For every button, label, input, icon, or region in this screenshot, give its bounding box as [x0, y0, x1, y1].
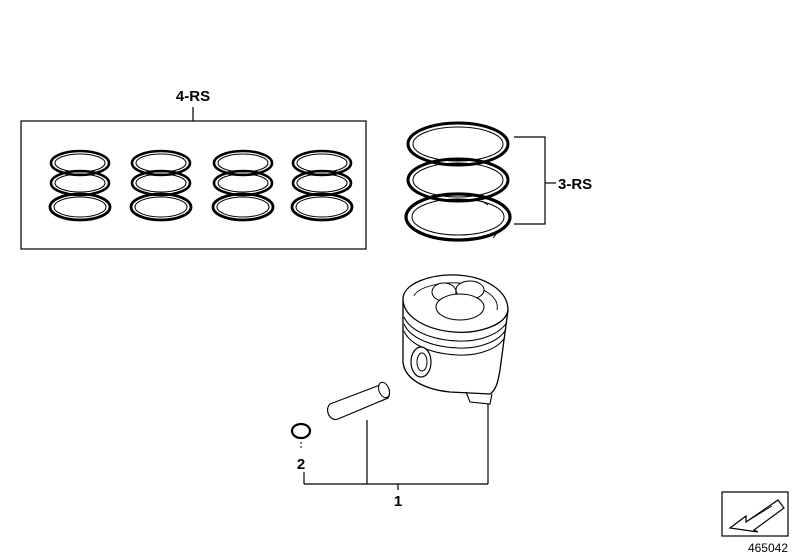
ring-middle: [406, 157, 510, 203]
ring-set-4-frame: [20, 120, 367, 250]
piston-pin: [326, 381, 391, 421]
leaders-1-2: [303, 404, 489, 490]
circlip: [290, 422, 312, 448]
ring-set-3-group: 3-RS: [404, 121, 592, 242]
bracket-3-rs: [514, 136, 546, 225]
piston: [402, 274, 509, 405]
ring-pack-4: [290, 149, 354, 222]
arrow-icon[interactable]: [721, 491, 789, 537]
callout-1[interactable]: 1: [394, 493, 402, 510]
ring-top: [406, 121, 510, 167]
diagram-ref-number: 465042: [748, 541, 788, 555]
ring-pack-3: [211, 149, 275, 222]
callout-2[interactable]: 2: [297, 456, 305, 473]
ring-pack-2: [129, 149, 193, 222]
callout-4-rs[interactable]: 4-RS: [176, 88, 210, 105]
ring-set-4-group: 4-RS: [20, 88, 367, 250]
callout-3-rs[interactable]: 3-RS: [558, 176, 592, 193]
ring-pack-1: [48, 149, 112, 222]
ring-bottom: [404, 192, 512, 242]
